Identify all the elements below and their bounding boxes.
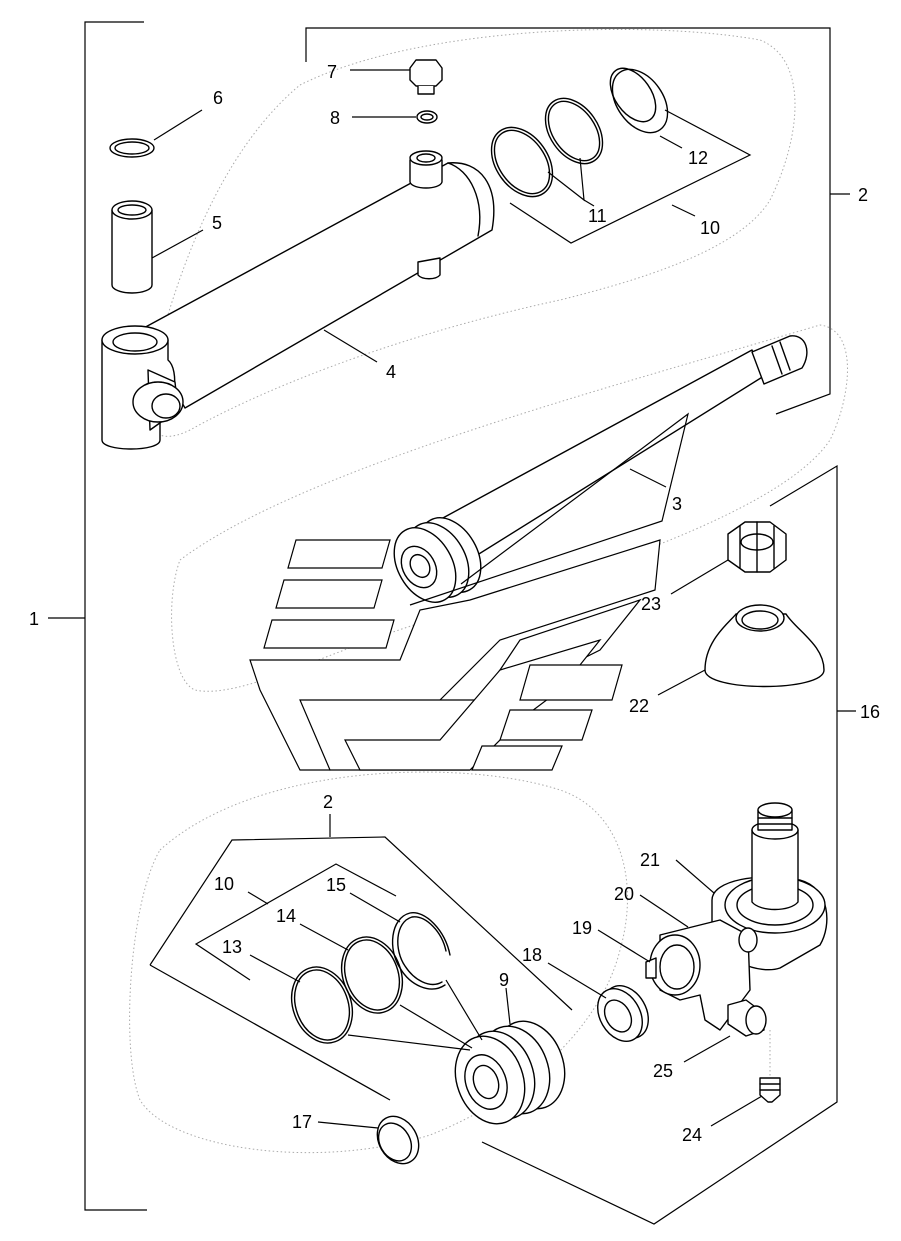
- bracket-1: [84, 21, 147, 1211]
- watermark-logo: [249, 539, 661, 771]
- callout-23: 23: [641, 594, 661, 614]
- callout-21: 21: [640, 850, 660, 870]
- callout-7: 7: [327, 62, 337, 82]
- callout-4: 4: [386, 362, 396, 382]
- o-ring-14: [340, 936, 404, 1014]
- cylinder-barrel-4: [101, 150, 495, 450]
- callout-14: 14: [276, 906, 296, 926]
- callout-6: 6: [213, 88, 223, 108]
- callout-10: 10: [214, 874, 234, 894]
- callout-16: 16: [860, 702, 880, 722]
- callout-9: 9: [499, 970, 509, 990]
- dust-boot-22: [704, 604, 825, 688]
- callout-8: 8: [330, 108, 340, 128]
- callout-1: 1: [29, 609, 39, 629]
- castle-nut-23: [727, 521, 787, 573]
- callout-2: 2: [323, 792, 333, 812]
- bushing-5: [111, 200, 153, 294]
- washer-8: [416, 110, 438, 124]
- plug-7: [409, 59, 443, 95]
- callout-13: 13: [222, 937, 242, 957]
- seal-17: [376, 1115, 420, 1165]
- grease-fitting-24: [759, 1030, 781, 1103]
- callout-15: 15: [326, 875, 346, 895]
- bracket-2-lower: [149, 836, 573, 1011]
- callout-2: 2: [858, 185, 868, 205]
- piston-9: [454, 1020, 566, 1125]
- callout-12: 12: [688, 148, 708, 168]
- piston-rod-3: [393, 335, 808, 603]
- callout-18: 18: [522, 945, 542, 965]
- callout-20: 20: [614, 884, 634, 904]
- dotted-region-lower: [129, 771, 628, 1154]
- callout-labels: 1 2 2 3 4 5 6 7 8 9 10 10 11 12 13 14 15…: [29, 62, 880, 1145]
- bracket-2-upper: [305, 27, 831, 415]
- callout-25: 25: [653, 1061, 673, 1081]
- bracket-10-upper: [509, 109, 752, 244]
- callout-5: 5: [212, 213, 222, 233]
- snap-ring-15: [391, 912, 451, 990]
- bushing-18: [597, 985, 649, 1042]
- callout-3: 3: [672, 494, 682, 514]
- seal-rings-11: [490, 97, 604, 198]
- callout-10: 10: [700, 218, 720, 238]
- callout-11: 11: [588, 206, 607, 226]
- o-ring-6: [109, 138, 155, 158]
- callout-17: 17: [292, 1112, 312, 1132]
- bolt-25: [727, 999, 767, 1037]
- callout-24: 24: [682, 1125, 702, 1145]
- callout-19: 19: [572, 918, 592, 938]
- rod-end-21: [711, 802, 828, 971]
- bracket-10-lower: [194, 863, 397, 981]
- o-ring-13: [290, 966, 354, 1044]
- clamp-20: [645, 919, 758, 1031]
- bracket-16: [481, 464, 838, 1225]
- callout-22: 22: [629, 696, 649, 716]
- wiper-ring-12: [609, 67, 669, 134]
